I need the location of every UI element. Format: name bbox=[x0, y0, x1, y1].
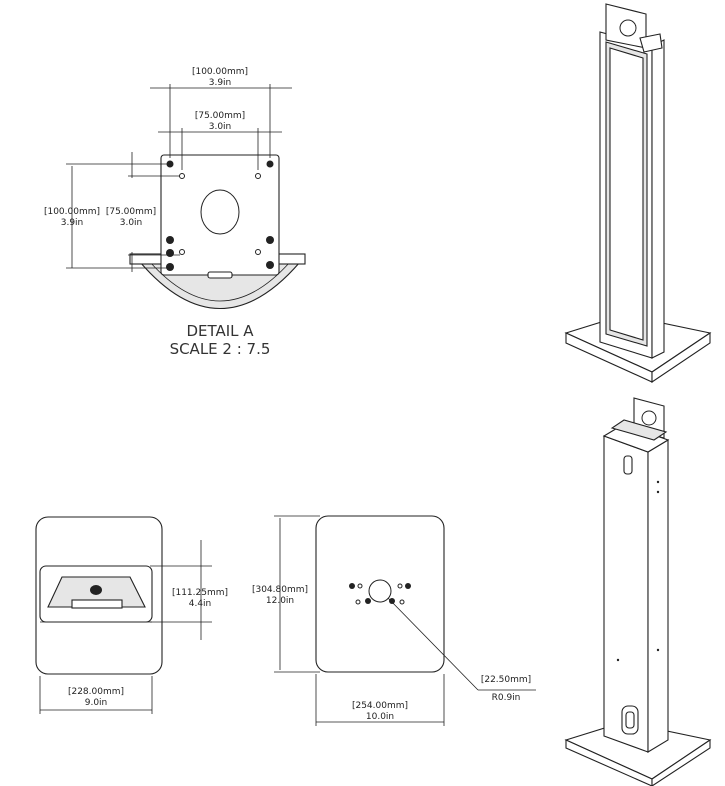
dim-base-height-mm: [304.80mm] bbox=[252, 585, 308, 595]
dim-side-height-in: 4.4in bbox=[189, 599, 212, 609]
dim-top-outer-in: 3.9in bbox=[209, 78, 232, 88]
dim-radius-in: R0.9in bbox=[492, 693, 521, 703]
side-view bbox=[35, 516, 212, 714]
dim-base-width-in: 10.0in bbox=[366, 712, 394, 722]
dim-top-inner-mm: [75.00mm] bbox=[195, 111, 245, 121]
base-view bbox=[274, 515, 536, 726]
dim-side-width-in: 9.0in bbox=[85, 698, 108, 708]
dim-left-outer-mm: [100.00mm] bbox=[44, 207, 100, 217]
detail-caption: DETAIL A bbox=[186, 322, 254, 340]
stand-front-isometric bbox=[564, 3, 712, 384]
dim-base-width-mm: [254.00mm] bbox=[352, 701, 408, 711]
dim-base-height-in: 12.0in bbox=[266, 596, 294, 606]
dim-side-height-mm: [111.25mm] bbox=[172, 588, 228, 598]
dim-side-width-mm: [228.00mm] bbox=[68, 687, 124, 697]
detail-a-view bbox=[66, 84, 306, 309]
dim-radius-mm: [22.50mm] bbox=[481, 675, 531, 685]
dim-left-outer-in: 3.9in bbox=[61, 218, 84, 228]
detail-scale: SCALE 2 : 7.5 bbox=[170, 340, 271, 358]
dim-top-outer-mm: [100.00mm] bbox=[192, 67, 248, 77]
dim-left-inner-mm: [75.00mm] bbox=[106, 207, 156, 217]
dim-top-inner-in: 3.0in bbox=[209, 122, 232, 132]
stand-rear-isometric bbox=[564, 397, 712, 786]
dim-left-inner-in: 3.0in bbox=[120, 218, 143, 228]
